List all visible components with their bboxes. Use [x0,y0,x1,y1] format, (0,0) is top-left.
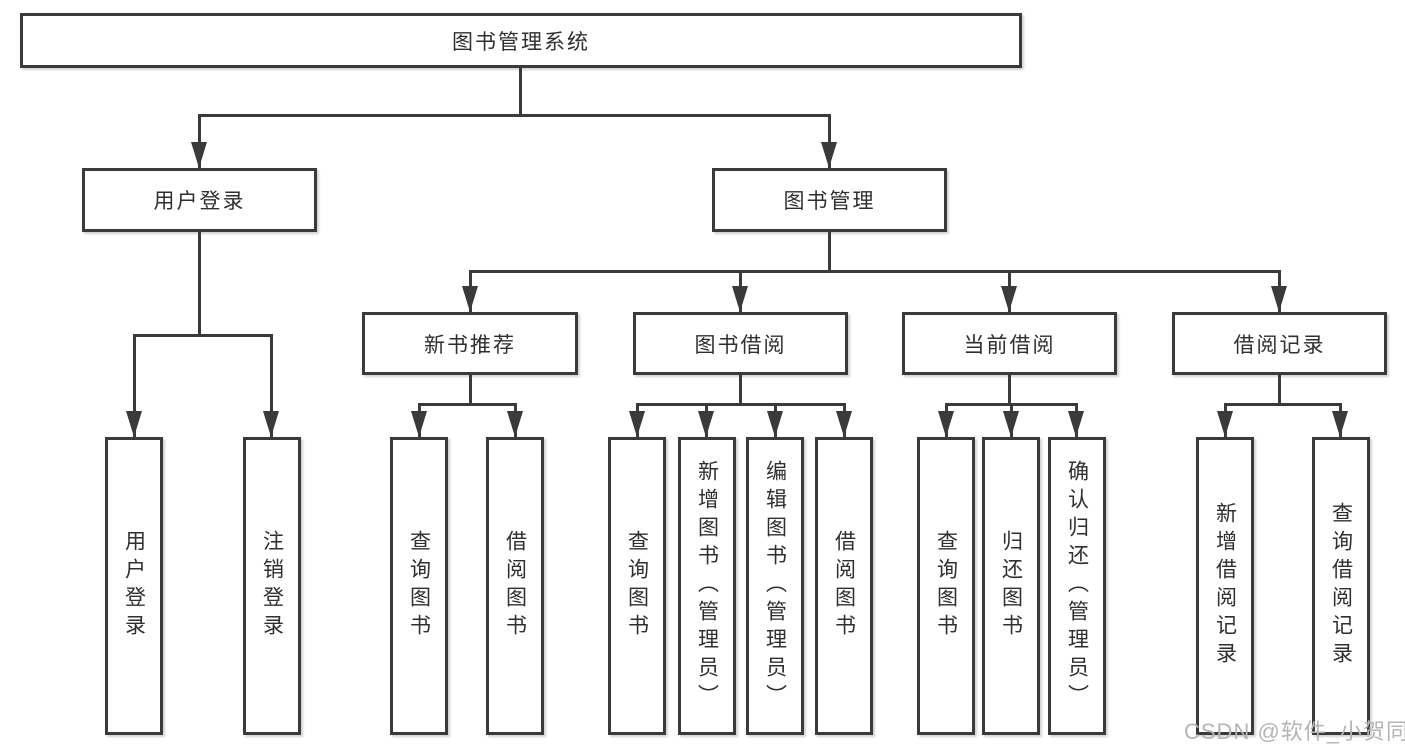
leaf-add-books-admin: 新增图书（管理员） [678,437,736,735]
leaf-borrow-books-label: 借阅图书 [832,530,856,642]
arrow-leaf-b4-icon [836,411,852,437]
leaf-add-borrow-record-label: 新增借阅记录 [1213,502,1237,670]
leaf-add-borrow-record: 新增借阅记录 [1196,437,1254,735]
leaf-confirm-return-admin-label: 确认归还（管理员） [1065,460,1089,712]
arrow-to-user-login-icon [191,142,207,168]
node-book-mgmt: 图书管理 [712,168,947,232]
leaf-logout-label: 注销登录 [260,530,284,642]
node-borrow-records-label: 借阅记录 [1233,333,1326,357]
node-book-borrow-label: 图书借阅 [694,333,787,357]
leaf-newrec-query-books-label: 查询图书 [407,530,431,642]
connector-new-book-stem [469,375,472,405]
node-user-login: 用户登录 [82,168,317,232]
arrow-leaf-b3-icon [767,411,783,437]
connector-new-book-hline [418,403,517,406]
leaf-borrow-books: 借阅图书 [815,437,873,735]
arrow-to-book-mgmt-icon [821,142,837,168]
leaf-edit-books-admin: 编辑图书（管理员） [746,437,804,735]
node-user-login-label: 用户登录 [153,190,246,213]
connector-book-mgmt-hline [469,270,1281,273]
connector-records-hline [1224,403,1342,406]
arrow-leaf-a2-icon [507,411,523,437]
arrow-to-current-icon [1001,286,1017,312]
leaf-query-borrow-record-label: 查询借阅记录 [1329,502,1353,670]
node-book-borrow: 图书借阅 [633,312,848,375]
connector-book-mgmt-stem [828,232,831,272]
arrow-leaf-login-icon [126,411,142,437]
leaf-newrec-borrow-books-label: 借阅图书 [503,530,527,642]
node-borrow-records: 借阅记录 [1172,312,1387,375]
node-current-borrow-label: 当前借阅 [963,333,1056,357]
connector-current-stem [1008,375,1011,405]
arrow-leaf-b1-icon [629,411,645,437]
leaf-borrow-query-books: 查询图书 [608,437,666,735]
connector-root-hline [198,114,831,117]
connector-book-borrow-hline [636,403,846,406]
connector-user-login-stem [198,232,201,336]
node-book-mgmt-label: 图书管理 [783,190,876,213]
leaf-add-books-admin-label: 新增图书（管理员） [695,460,719,712]
connector-leaf-login-stem [133,334,136,437]
arrow-leaf-c2-icon [1003,411,1019,437]
leaf-logout: 注销登录 [243,437,301,735]
leaf-user-login-label: 用户登录 [122,530,146,642]
node-root: 图书管理系统 [20,13,1022,68]
leaf-confirm-return-admin: 确认归还（管理员） [1048,437,1106,735]
connector-book-borrow-stem [739,375,742,405]
arrow-leaf-c3-icon [1068,411,1084,437]
leaf-return-books: 归还图书 [982,437,1040,735]
leaf-newrec-query-books: 查询图书 [390,437,448,735]
arrow-leaf-b2-icon [698,411,714,437]
leaf-current-query-books: 查询图书 [917,437,975,735]
node-root-label: 图书管理系统 [452,30,590,54]
connector-records-stem [1278,375,1281,405]
arrow-leaf-logout-icon [263,411,279,437]
node-current-borrow: 当前借阅 [902,312,1117,375]
leaf-current-query-books-label: 查询图书 [934,530,958,642]
connector-root-stem [519,68,522,116]
leaf-query-borrow-record: 查询借阅记录 [1312,437,1370,735]
arrow-leaf-a1-icon [411,411,427,437]
arrow-leaf-d1-icon [1217,411,1233,437]
node-new-book-rec-label: 新书推荐 [424,333,516,357]
arrow-to-records-icon [1271,286,1287,312]
leaf-borrow-query-books-label: 查询图书 [625,530,649,642]
arrow-leaf-d2-icon [1332,411,1348,437]
arrow-leaf-c1-icon [938,411,954,437]
leaf-return-books-label: 归还图书 [999,530,1023,642]
leaf-newrec-borrow-books: 借阅图书 [486,437,544,735]
arrow-to-borrow-icon [732,286,748,312]
leaf-edit-books-admin-label: 编辑图书（管理员） [763,460,787,712]
connector-user-login-hline [133,334,273,337]
node-new-book-rec: 新书推荐 [362,312,578,375]
connector-to-user-login-stem [198,114,201,168]
connector-leaf-logout-stem [270,334,273,437]
csdn-watermark: CSDN @软件_小贺同学 [1184,719,1405,744]
arrow-to-new-book-icon [462,286,478,312]
connector-to-book-mgmt-stem [828,114,831,168]
leaf-user-login: 用户登录 [105,437,163,735]
